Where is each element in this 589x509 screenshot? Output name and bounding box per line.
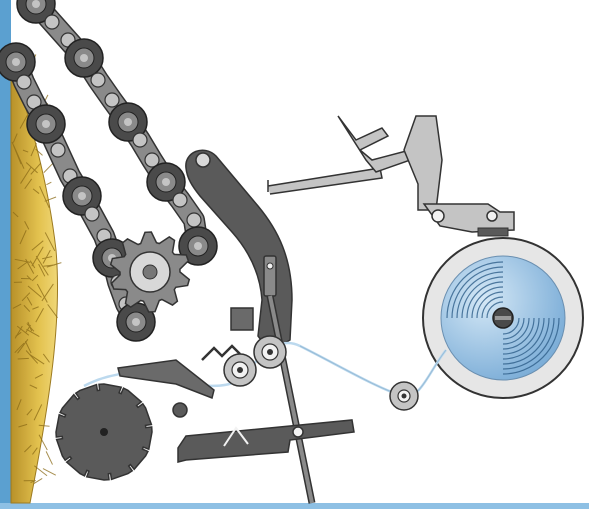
feed-rotor	[56, 384, 152, 480]
chain-link-pin	[187, 213, 201, 227]
straw-strand	[46, 182, 51, 185]
sprocket-axle	[143, 265, 157, 279]
lower-plate-pivot	[173, 403, 187, 417]
chain-link-pin	[105, 93, 119, 107]
spreader-roller	[390, 382, 418, 410]
frame-bottom-band	[0, 503, 589, 509]
brake-pivot-2	[487, 211, 497, 221]
lower-bracket	[178, 420, 354, 462]
straw-strand	[18, 358, 29, 359]
brake-lever	[268, 116, 514, 236]
chain-link-pin	[51, 143, 65, 157]
chain-link-pin	[133, 133, 147, 147]
net-roll	[423, 238, 583, 398]
chain-link-pin	[45, 15, 59, 29]
feed-rotor-axle	[100, 428, 108, 436]
chain-link-pin	[17, 75, 31, 89]
bracket-pivot	[293, 427, 303, 437]
brake-shoe	[478, 228, 508, 236]
chain-link-pin	[85, 207, 99, 221]
brake-pivot	[432, 210, 444, 222]
straw-strand	[46, 451, 52, 464]
net-material-edge	[300, 346, 446, 396]
lower-guide-plate	[118, 360, 214, 398]
chain-link-pin	[173, 193, 187, 207]
straw-strand	[44, 163, 53, 172]
chain-link-pin	[91, 73, 105, 87]
arm-pivot	[196, 153, 210, 167]
net-roll-axle-slot	[495, 316, 511, 320]
arm-stop-block	[231, 308, 253, 330]
